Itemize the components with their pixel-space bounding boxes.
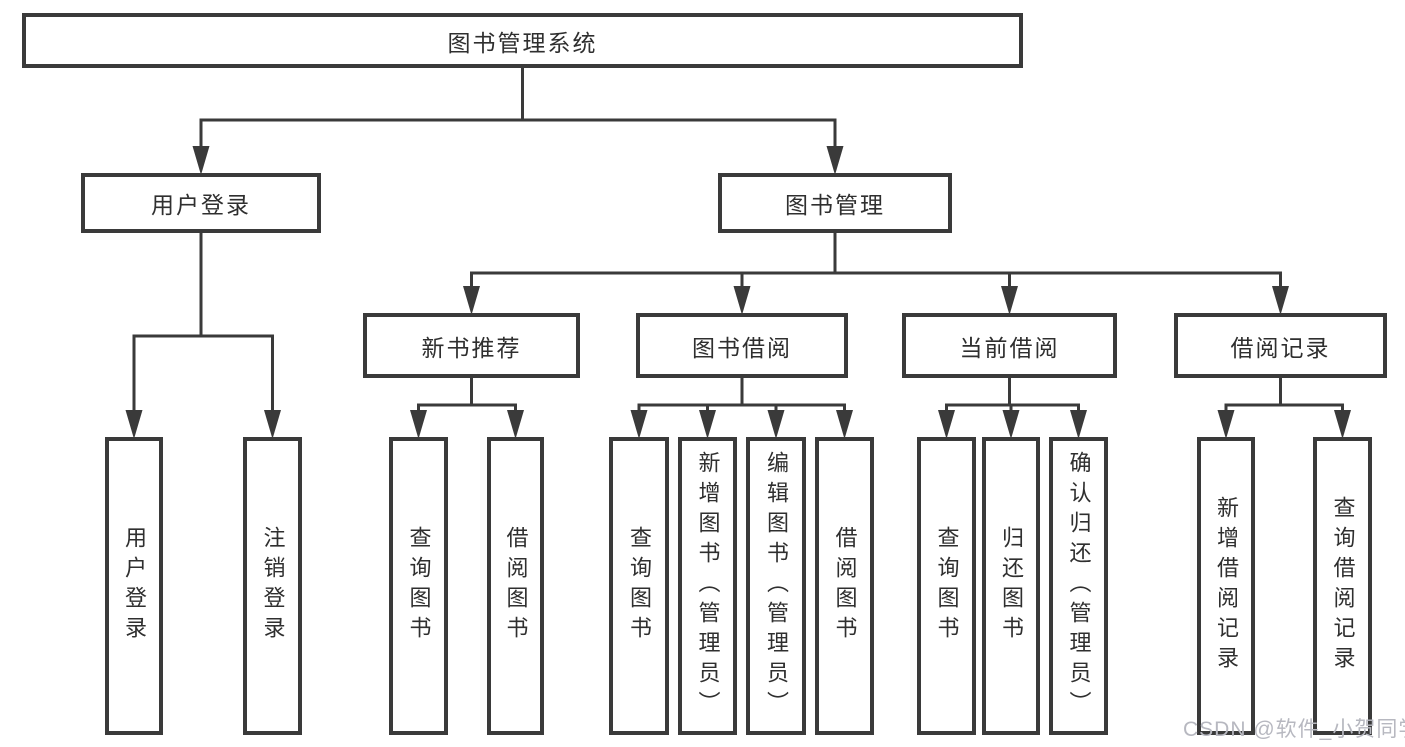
node-label-query-books-rec: 查询图书	[406, 526, 432, 646]
node-add-books-admin: 新增图书（管理员）	[678, 437, 737, 735]
arrowhead-icon	[1217, 410, 1235, 439]
node-borrow-books-borrow: 借阅图书	[815, 437, 874, 735]
node-label-user-login: 用户登录	[151, 192, 251, 218]
node-book-mgmt: 图书管理	[718, 173, 952, 233]
node-label-new-book-rec: 新书推荐	[421, 334, 522, 361]
arrowhead-icon	[1334, 410, 1351, 439]
node-root: 图书管理系统	[22, 13, 1023, 68]
arrowhead-icon	[1272, 286, 1289, 315]
node-label-query-books-borrow: 查询图书	[627, 526, 652, 646]
node-label-root: 图书管理系统	[447, 29, 598, 56]
node-return-books: 归还图书	[982, 437, 1040, 735]
node-label-logout-op: 注销登录	[260, 526, 286, 646]
arrowhead-icon	[699, 410, 716, 439]
arrowhead-icon	[1070, 410, 1087, 439]
arrowhead-icon	[630, 410, 648, 439]
arrowhead-icon	[125, 410, 143, 439]
node-label-borrow-records: 借阅记录	[1230, 334, 1331, 361]
node-label-query-borrow-record: 查询借阅记录	[1330, 496, 1356, 676]
node-label-query-books-current: 查询图书	[934, 526, 960, 646]
arrowhead-icon	[836, 410, 853, 439]
node-new-book-rec: 新书推荐	[363, 313, 580, 378]
arrowhead-icon	[1002, 410, 1020, 439]
node-edit-books-admin: 编辑图书（管理员）	[746, 437, 806, 735]
node-add-borrow-record: 新增借阅记录	[1197, 437, 1255, 735]
arrowhead-icon	[938, 410, 955, 439]
arrowhead-icon	[410, 410, 427, 439]
node-query-borrow-record: 查询借阅记录	[1313, 437, 1372, 735]
node-query-books-borrow: 查询图书	[609, 437, 669, 735]
node-label-edit-books-admin: 编辑图书（管理员）	[764, 451, 789, 721]
node-borrow-books-rec: 借阅图书	[487, 437, 544, 735]
arrowhead-icon	[463, 286, 480, 315]
node-user-login-op: 用户登录	[105, 437, 163, 735]
arrowhead-icon	[733, 286, 751, 315]
node-book-borrow: 图书借阅	[636, 313, 848, 378]
node-user-login: 用户登录	[81, 173, 321, 233]
node-borrow-records: 借阅记录	[1174, 313, 1387, 378]
node-current-borrow: 当前借阅	[902, 313, 1117, 378]
node-label-add-books-admin: 新增图书（管理员）	[695, 451, 721, 721]
node-query-books-current: 查询图书	[917, 437, 976, 735]
node-logout-op: 注销登录	[243, 437, 302, 735]
arrowhead-icon	[767, 410, 785, 439]
node-label-add-borrow-record: 新增借阅记录	[1214, 496, 1239, 676]
node-label-book-mgmt: 图书管理	[785, 192, 885, 218]
node-label-borrow-books-rec: 借阅图书	[503, 526, 529, 646]
node-query-books-rec: 查询图书	[389, 437, 448, 735]
arrowhead-icon	[507, 410, 524, 439]
node-label-book-borrow: 图书借阅	[692, 334, 792, 361]
arrowhead-icon	[264, 410, 281, 439]
node-confirm-return-admin: 确认归还（管理员）	[1049, 437, 1108, 735]
arrowhead-icon	[826, 146, 844, 175]
node-label-current-borrow: 当前借阅	[959, 334, 1060, 361]
node-label-user-login-op: 用户登录	[122, 526, 147, 646]
arrowhead-icon	[192, 146, 210, 175]
watermark-text: CSDN @软件_小贺同学	[1183, 718, 1405, 741]
arrowhead-icon	[1001, 286, 1018, 315]
node-label-borrow-books-borrow: 借阅图书	[832, 526, 858, 646]
node-label-return-books: 归还图书	[999, 526, 1024, 646]
node-label-confirm-return-admin: 确认归还（管理员）	[1066, 451, 1092, 721]
